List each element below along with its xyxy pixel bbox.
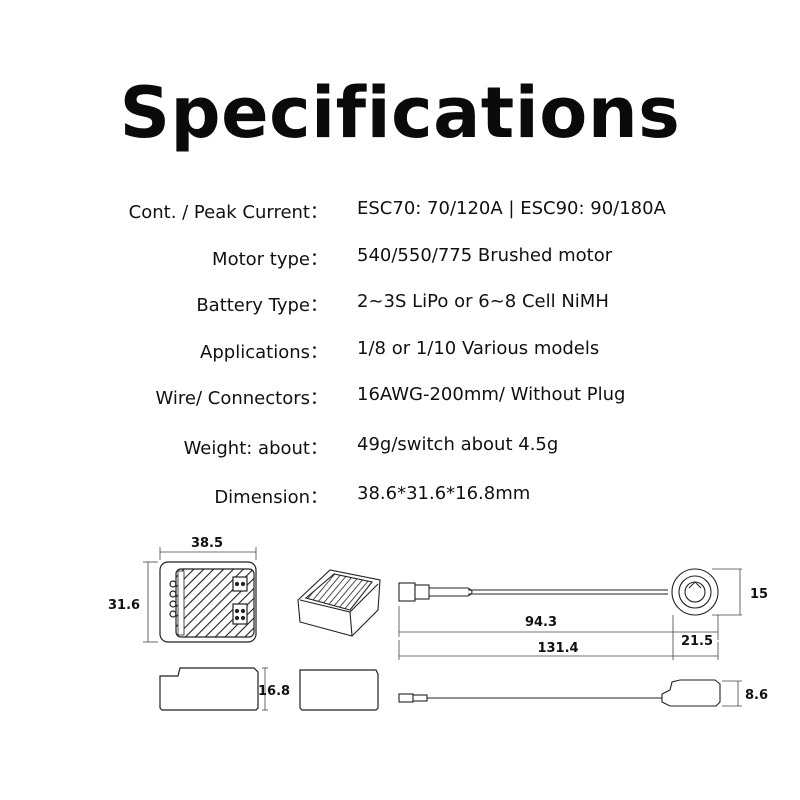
- spec-value-weight: 49g/switch about 4.5g: [357, 434, 559, 455]
- spec-label-current: Cont. / Peak Current：: [128, 202, 328, 223]
- esc-3d-view: [297, 569, 381, 637]
- switch-dimension-lines: [398, 568, 742, 660]
- spec-label-battery: Battery Type：: [196, 295, 328, 316]
- spec-label-applications: Applications：: [200, 342, 328, 363]
- esc-top-view: [159, 561, 257, 643]
- esc-height-dimension-line: [262, 667, 268, 711]
- dimension-diagram: 38.5 31.6 16.8: [108, 536, 768, 711]
- esc-length-dimension-line: [143, 561, 158, 643]
- switch-height-dimension-line: [722, 680, 742, 707]
- spec-value-applications: 1/8 or 1/10 Various models: [357, 338, 600, 359]
- switch-wire-length-label: 94.3: [525, 615, 557, 630]
- spec-label-weight: Weight: about：: [183, 438, 328, 459]
- spec-label-dimension: Dimension：: [214, 487, 328, 508]
- spec-value-current: ESC70: 70/120A | ESC90: 90/180A: [357, 198, 666, 219]
- esc-width-dimension-line: [159, 547, 257, 560]
- page-title: Specifications: [119, 72, 681, 154]
- spec-value-wire: 16AWG-200mm/ Without Plug: [357, 384, 626, 405]
- switch-diameter-label: 21.5: [681, 634, 713, 649]
- spec-label-wire: Wire/ Connectors：: [155, 388, 329, 409]
- switch-side-label: 15: [750, 587, 768, 602]
- switch-height-label: 8.6: [745, 688, 768, 703]
- switch-side-view: [398, 679, 721, 707]
- esc-length-label: 31.6: [108, 598, 140, 613]
- spec-label-motor: Motor type：: [212, 249, 328, 270]
- spec-value-dimension: 38.6*31.6*16.8mm: [357, 483, 531, 504]
- esc-width-label: 38.5: [191, 536, 223, 551]
- esc-end-view: [299, 669, 379, 711]
- esc-height-label: 16.8: [258, 684, 290, 699]
- spec-list: Cont. / Peak Current： ESC70: 70/120A | E…: [128, 198, 666, 508]
- switch-top-view: [398, 568, 719, 616]
- esc-side-view: [159, 667, 259, 711]
- switch-total-length-label: 131.4: [537, 641, 578, 656]
- spec-value-battery: 2~3S LiPo or 6~8 Cell NiMH: [357, 291, 609, 312]
- spec-value-motor: 540/550/775 Brushed motor: [357, 245, 613, 266]
